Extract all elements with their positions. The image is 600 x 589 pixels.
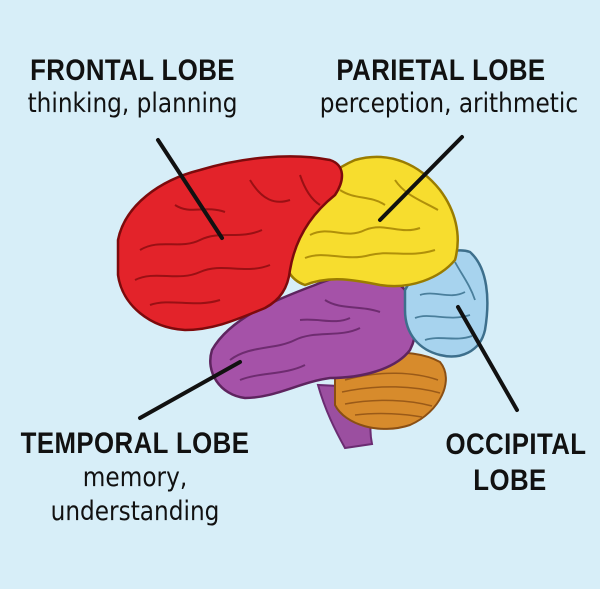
temporal-pointer-line [138, 360, 242, 420]
parietal-lobe-title: PARIETAL LOBE [336, 54, 546, 87]
frontal-lobe-title: FRONTAL LOBE [30, 54, 235, 87]
temporal-lobe-description-line2: understanding [50, 496, 220, 527]
occipital-lobe-title-line2: LOBE [473, 464, 547, 497]
frontal-lobe-label: FRONTAL LOBE thinking, planning [0, 54, 265, 120]
occipital-pointer-line [456, 305, 519, 412]
temporal-lobe-label: TEMPORAL LOBE memory, understanding [0, 427, 270, 529]
temporal-lobe-description-line1: memory, [82, 462, 188, 493]
occipital-lobe-title-line1: OCCIPITAL [445, 428, 587, 461]
frontal-lobe [116, 155, 344, 332]
frontal-lobe-description: thinking, planning [27, 88, 238, 119]
parietal-lobe-label: PARIETAL LOBE perception, arithmetic [300, 54, 582, 120]
frontal-folds [134, 174, 321, 306]
temporal-lobe-title: TEMPORAL LOBE [20, 427, 250, 460]
temporal-lobe [209, 273, 418, 400]
parietal-pointer-line [378, 135, 464, 222]
pointer-lines [138, 135, 519, 420]
parietal-lobe-description: perception, arithmetic [319, 88, 579, 119]
temporal-folds [229, 299, 381, 381]
occipital-lobe-label: OCCIPITAL LOBE [435, 427, 587, 499]
parietal-folds [304, 179, 439, 259]
frontal-pointer-line [156, 138, 224, 240]
